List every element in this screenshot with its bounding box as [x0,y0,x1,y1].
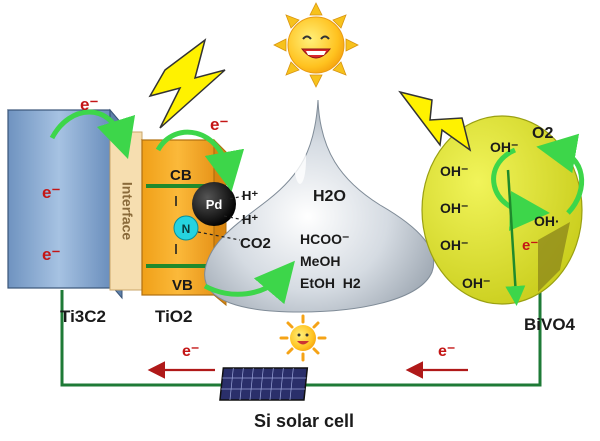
lightning-bolt-icon [148,38,226,129]
conduction-band-label: CB [170,167,192,184]
tio2-label: TiO2 [155,307,192,326]
o2-cycle-arrow [536,133,585,215]
product-label-3: EtOH H2 [300,275,361,291]
pd-particle [192,182,236,226]
solar-panel-icon [219,367,309,401]
sun-icon [279,314,327,362]
sun-icon [273,2,359,88]
electron-label-bottom-right: e⁻ [438,343,455,360]
h2o-label: H2O [313,188,346,205]
o2-label: O2 [532,125,553,142]
valence-band-label: VB [172,277,193,294]
n-label: N [182,222,191,236]
pd-label: Pd [206,197,223,212]
electron-transfer-arrow-ti3c2 [49,109,136,160]
electron-transfer-arrow-tio2 [155,129,245,192]
co2-label: CO2 [240,235,271,252]
oh-label-3: OH⁻ [440,237,468,253]
hole-transfer-arrow-vb [203,260,295,305]
product-label-1: HCOO⁻ [300,231,349,247]
bivo4-electron-arrow [505,169,526,306]
solar-cell-label: Si solar cell [254,411,354,431]
ti3c2-electron-label-1: e⁻ [42,183,60,202]
water-droplet [204,99,435,313]
product-label-2: MeOH [300,253,340,269]
n-dopant [173,215,199,241]
hplus-label-1: H⁺ [242,188,258,203]
bivo4-label: BiVO4 [524,315,576,334]
electron-label-top-tio2: e⁻ [210,115,228,134]
oh-label-inner: OH⁻ [490,139,518,155]
ti3c2-label: Ti3C2 [60,307,106,326]
oh-label-1: OH⁻ [440,163,468,179]
hplus-label-2: H⁺ [242,212,258,227]
oh-label-2: OH⁻ [440,200,468,216]
interface-label: Interface [119,182,135,241]
electron-label-bottom-left: e⁻ [182,343,199,360]
ti3c2-electrode [6,108,124,300]
bivo4-electron-label: e⁻ [522,237,538,254]
ti3c2-electron-label-2: e⁻ [42,245,60,264]
lightning-bolt-icon [398,90,472,152]
oxidation-arrow-oh [491,147,550,231]
oh-label-4: OH⁻ [462,275,490,291]
electron-label-top-left: e⁻ [80,95,98,114]
oh-radical-label: OH· [534,213,560,229]
